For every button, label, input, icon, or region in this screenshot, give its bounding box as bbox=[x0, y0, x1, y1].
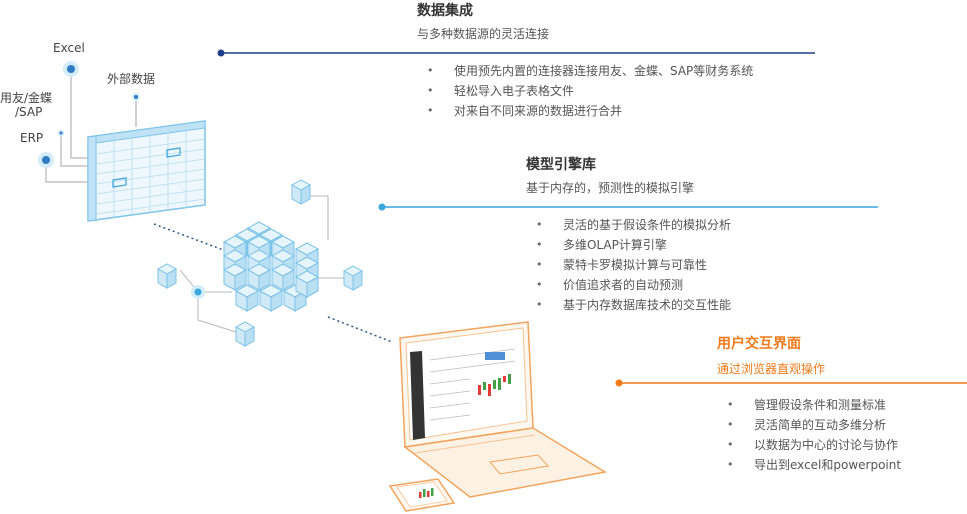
section-title-model-engine: 模型引擎库 bbox=[526, 157, 596, 173]
ufida-node-icon bbox=[57, 129, 65, 137]
section-subtitle-data-integration: 与多种数据源的灵活连接 bbox=[417, 27, 550, 41]
spreadsheet-icon bbox=[87, 120, 206, 222]
source-label-erp: ERP bbox=[20, 131, 44, 145]
list-item: 轻松导入电子表格文件 bbox=[427, 81, 753, 101]
source-label-excel: Excel bbox=[53, 41, 85, 55]
list-item: 灵活简单的互动多维分析 bbox=[727, 415, 901, 435]
erp-node-icon bbox=[38, 152, 54, 168]
bullet-list-data-integration: 使用预先内置的连接器连接用友、金蝶、SAP等财务系统 轻松导入电子表格文件 对来… bbox=[427, 61, 753, 121]
section-divider-data-integration bbox=[217, 49, 815, 57]
list-item: 以数据为中心的讨论与协作 bbox=[727, 435, 901, 455]
list-item: 灵活的基于假设条件的模拟分析 bbox=[536, 215, 731, 235]
list-item: 基于内存数据库技术的交互性能 bbox=[536, 295, 731, 315]
phone-icon bbox=[388, 478, 456, 512]
list-item: 使用预先内置的连接器连接用友、金蝶、SAP等财务系统 bbox=[427, 61, 753, 81]
cube-link-node-icon bbox=[191, 285, 205, 299]
list-item: 蒙特卡罗模拟计算与可靠性 bbox=[536, 255, 731, 275]
small-cube-icon bbox=[291, 179, 311, 205]
source-label-external-data: 外部数据 bbox=[107, 72, 156, 86]
source-label-ufida-line2: /SAP bbox=[15, 105, 43, 119]
list-item: 多维OLAP计算引擎 bbox=[536, 235, 731, 255]
list-item: 导出到excel和powerpoint bbox=[727, 455, 901, 475]
external-data-node-icon bbox=[132, 93, 140, 101]
section-title-data-integration: 数据集成 bbox=[417, 3, 473, 19]
list-item: 管理假设条件和测量标准 bbox=[727, 395, 901, 415]
small-cube-icon bbox=[157, 263, 177, 289]
excel-node-icon bbox=[63, 61, 79, 77]
source-label-ufida: 用友/金蝶 /SAP bbox=[0, 91, 52, 119]
section-title-ui: 用户交互界面 bbox=[717, 336, 801, 352]
section-subtitle-ui: 通过浏览器直观操作 bbox=[717, 362, 826, 376]
laptop-icon bbox=[399, 321, 608, 498]
small-cube-icon bbox=[235, 321, 255, 347]
list-item: 价值追求者的自动预测 bbox=[536, 275, 731, 295]
section-divider-ui bbox=[615, 379, 967, 387]
list-item: 对来自不同来源的数据进行合并 bbox=[427, 101, 753, 121]
section-divider-model-engine bbox=[378, 203, 878, 211]
small-cube-icon bbox=[343, 265, 363, 291]
source-label-ufida-line1: 用友/金蝶 bbox=[0, 91, 53, 105]
dotted-link-sheet-cube bbox=[153, 223, 227, 252]
section-subtitle-model-engine: 基于内存的，预测性的模拟引擎 bbox=[526, 181, 695, 195]
bullet-list-model-engine: 灵活的基于假设条件的模拟分析 多维OLAP计算引擎 蒙特卡罗模拟计算与可靠性 价… bbox=[536, 215, 731, 315]
bullet-list-ui: 管理假设条件和测量标准 灵活简单的互动多维分析 以数据为中心的讨论与协作 导出到… bbox=[727, 395, 901, 475]
dotted-link-cube-laptop bbox=[327, 316, 393, 343]
olap-cube-icon bbox=[223, 221, 319, 312]
